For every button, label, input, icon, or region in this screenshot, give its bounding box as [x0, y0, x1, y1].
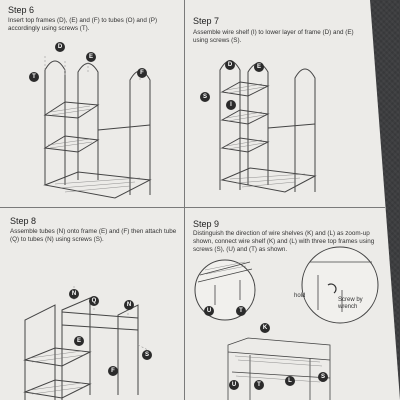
part-label-d: D [55, 42, 65, 52]
part-label-d: D [225, 60, 235, 70]
part-label-t: T [254, 380, 264, 390]
part-label-u: U [204, 306, 214, 316]
step-8-title: Step 8 [10, 216, 37, 226]
part-label-i: I [226, 100, 236, 110]
part-label-s: S [318, 372, 328, 382]
step-9-description: Distinguish the direction of wire shelve… [193, 230, 375, 253]
step-6-description: Insert top frames (D), (E) and (F) to tu… [8, 17, 158, 32]
part-label-e: E [74, 336, 84, 346]
part-label-u: U [229, 380, 239, 390]
part-label-f: F [108, 366, 118, 376]
part-label-n: N [124, 300, 134, 310]
divider-horizontal [0, 207, 385, 208]
part-label-t: T [29, 72, 39, 82]
step-8-description: Assemble tubes (N) onto frame (E) and (F… [10, 228, 177, 243]
part-label-s: S [200, 92, 210, 102]
part-label-l: L [285, 376, 295, 386]
part-label-q: Q [89, 296, 99, 306]
step-7-description: Assemble wire shelf (I) to lower layer o… [193, 29, 354, 44]
part-label-n: N [69, 289, 79, 299]
hold-annotation: hold [294, 293, 306, 299]
part-label-e: E [254, 62, 264, 72]
step-6-title: Step 6 [8, 5, 35, 15]
step-7-title: Step 7 [193, 16, 220, 26]
part-label-f: F [137, 68, 147, 78]
part-label-e: E [86, 52, 96, 62]
divider-vertical [184, 0, 185, 400]
part-label-s: S [142, 350, 152, 360]
step-9-title: Step 9 [193, 219, 220, 229]
screw-annotation: Screw by wrench [338, 297, 363, 311]
part-label-k: K [260, 323, 270, 333]
part-label-t: T [236, 306, 246, 316]
